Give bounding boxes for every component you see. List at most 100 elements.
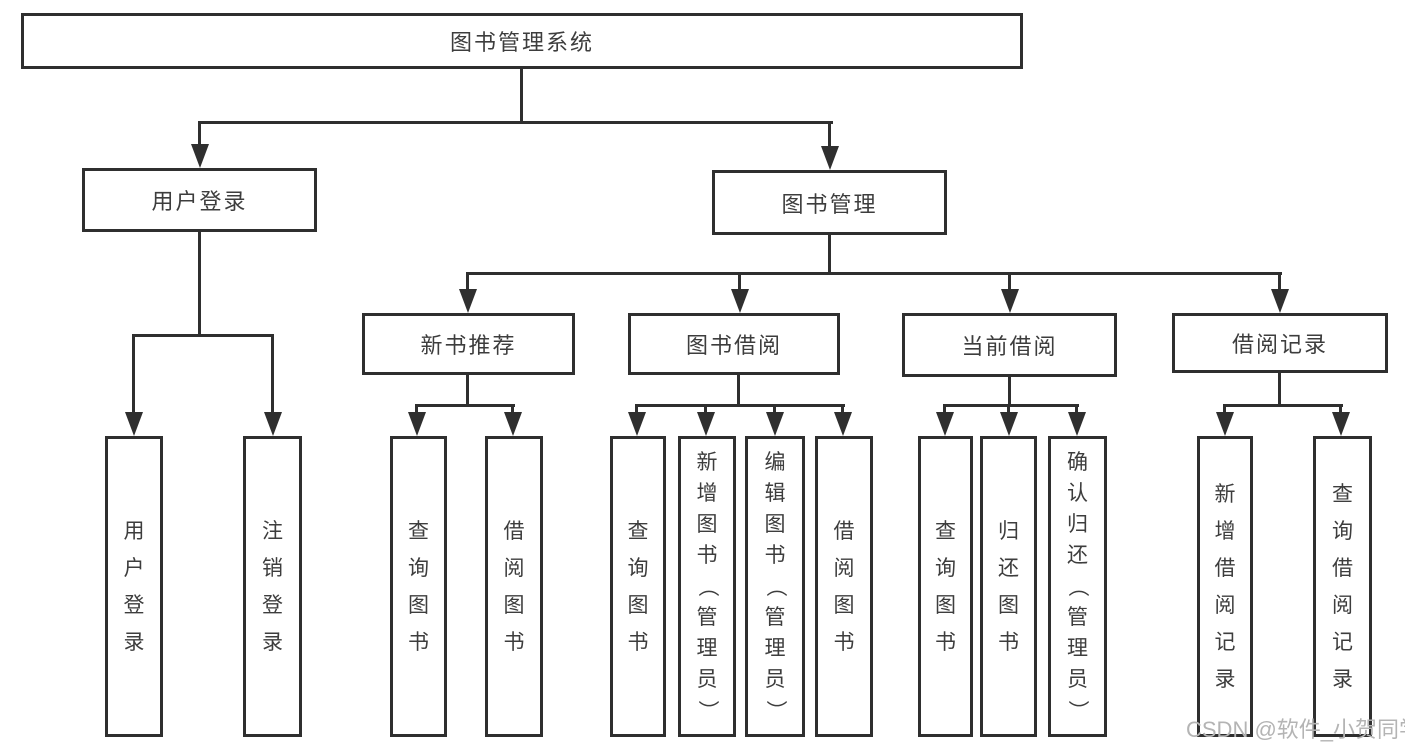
vertical-label-char: 书 <box>696 544 718 567</box>
connector-line <box>943 404 946 414</box>
node-book-borrow: 图书借阅 <box>628 313 840 375</box>
vertical-label-char: 借 <box>1332 556 1353 580</box>
vertical-label-char: 管 <box>696 606 718 629</box>
vertical-label-char: 书 <box>833 630 855 654</box>
vertical-label-char: 录 <box>1332 667 1353 691</box>
vertical-label-char: 理 <box>1067 637 1088 660</box>
connector-arrowhead-icon <box>834 412 852 436</box>
connector-line <box>1008 272 1011 291</box>
vertical-label-char: 询 <box>935 556 956 580</box>
vertical-label-char: ） <box>763 700 787 721</box>
vertical-label-char: 借 <box>833 519 855 543</box>
connector-line <box>636 404 845 407</box>
connector-line <box>1007 404 1010 414</box>
vertical-label-char: 记 <box>1214 630 1236 654</box>
watermark-text: CSDN @软件_小贺同学 <box>1186 717 1405 742</box>
vertical-label-char: （ <box>695 576 719 597</box>
node-root: 图书管理系统 <box>21 13 1023 69</box>
leaf-borrow-books-2: 借阅图书 <box>815 436 873 737</box>
vertical-label-char: 书 <box>408 630 429 654</box>
vertical-label-char: 销 <box>262 556 283 580</box>
vertical-label-char: 书 <box>764 544 786 567</box>
node-root-label: 图书管理系统 <box>449 30 594 55</box>
vertical-label-char: 增 <box>1214 519 1236 543</box>
vertical-label-char: 图 <box>935 593 956 617</box>
vertical-label-char: 图 <box>833 593 855 617</box>
connector-arrowhead-icon <box>191 144 209 168</box>
connector-line <box>828 235 831 274</box>
vertical-label-char: 图 <box>696 513 718 536</box>
vertical-label-char: 用 <box>123 519 145 543</box>
vertical-label-char: 理 <box>764 637 786 660</box>
connector-line <box>1075 404 1078 414</box>
connector-line <box>511 404 514 414</box>
connector-arrowhead-icon <box>1216 412 1234 436</box>
connector-line <box>635 404 638 414</box>
node-user-login-label: 用户登录 <box>151 189 248 214</box>
connector-line <box>271 334 274 414</box>
connector-arrowhead-icon <box>1332 412 1350 436</box>
leaf-edit-books-admin: 编辑图书（管理员） <box>745 436 805 737</box>
node-new-book-recommend-label: 新书推荐 <box>420 333 517 358</box>
leaf-query-books-2: 查询图书 <box>610 436 666 737</box>
vertical-label-char: 辑 <box>764 482 786 505</box>
connector-line <box>466 375 469 407</box>
connector-arrowhead-icon <box>936 412 954 436</box>
vertical-label-char: （ <box>763 576 787 597</box>
leaf-logout: 注销登录 <box>243 436 302 737</box>
connector-arrowhead-icon <box>731 289 749 313</box>
vertical-label-char: 新 <box>1214 482 1236 506</box>
vertical-label-char: 归 <box>1067 513 1088 536</box>
node-current-borrow: 当前借阅 <box>902 313 1117 377</box>
vertical-label-char: 查 <box>935 519 956 543</box>
vertical-label-char: 书 <box>935 630 956 654</box>
leaf-borrow-books-1: 借阅图书 <box>485 436 543 737</box>
connector-line <box>416 404 515 407</box>
vertical-label-char: 查 <box>1332 482 1353 506</box>
connector-line <box>520 69 523 123</box>
leaf-return-books: 归还图书 <box>980 436 1037 737</box>
node-current-borrow-label: 当前借阅 <box>961 334 1058 359</box>
connector-line <box>828 121 831 148</box>
connector-arrowhead-icon <box>1000 412 1018 436</box>
vertical-label-char: 注 <box>262 519 283 543</box>
connector-line <box>1008 377 1011 407</box>
connector-line <box>1278 373 1281 407</box>
vertical-label-char: 户 <box>123 556 145 580</box>
vertical-label-char: 员 <box>1067 668 1088 691</box>
connector-line <box>132 334 135 414</box>
vertical-label-char: 录 <box>1214 667 1236 691</box>
connector-line <box>466 272 469 291</box>
vertical-label-char: 确 <box>1067 451 1088 474</box>
connector-line <box>1224 404 1343 407</box>
connector-arrowhead-icon <box>125 412 143 436</box>
vertical-label-char: 借 <box>503 519 525 543</box>
connector-line <box>199 121 833 124</box>
leaf-confirm-return-admin: 确认归还（管理员） <box>1048 436 1107 737</box>
vertical-label-char: ） <box>695 700 719 721</box>
connector-line <box>198 121 201 147</box>
connector-line <box>738 272 741 291</box>
vertical-label-char: 图 <box>503 593 525 617</box>
vertical-label-char: 新 <box>696 451 718 474</box>
vertical-label-char: 询 <box>1332 519 1353 543</box>
vertical-label-char: 登 <box>262 593 283 617</box>
connector-arrowhead-icon <box>264 412 282 436</box>
vertical-label-char: 书 <box>503 630 525 654</box>
connector-arrowhead-icon <box>1001 289 1019 313</box>
vertical-label-char: ） <box>1066 700 1089 721</box>
node-book-management-label: 图书管理 <box>781 191 878 217</box>
vertical-label-char: 增 <box>696 482 718 505</box>
connector-line <box>704 404 707 414</box>
node-new-book-recommend: 新书推荐 <box>362 313 575 375</box>
connector-arrowhead-icon <box>1271 289 1289 313</box>
node-user-login: 用户登录 <box>82 168 317 232</box>
connector-line <box>132 334 274 337</box>
connector-arrowhead-icon <box>459 289 477 313</box>
vertical-label-char: 员 <box>696 668 718 691</box>
connector-arrowhead-icon <box>697 412 715 436</box>
vertical-label-char: 管 <box>764 606 786 629</box>
vertical-label-char: 认 <box>1067 482 1088 505</box>
node-book-borrow-label: 图书借阅 <box>685 333 782 358</box>
vertical-label-char: 书 <box>627 630 649 654</box>
